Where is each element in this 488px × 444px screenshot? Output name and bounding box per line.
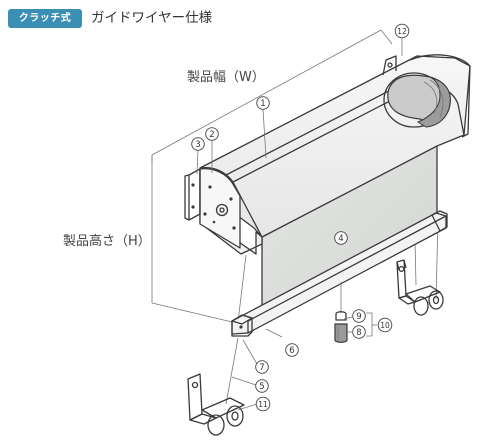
guide-wires <box>225 221 439 405</box>
left-end-bracket <box>184 168 263 255</box>
svg-text:3: 3 <box>195 140 200 150</box>
page-title: ガイドワイヤー仕様 <box>91 10 213 26</box>
rear-wire-bracket <box>396 259 444 316</box>
callout-11: 11 <box>255 396 271 412</box>
svg-text:8: 8 <box>356 328 361 338</box>
svg-text:11: 11 <box>258 400 268 409</box>
svg-text:7: 7 <box>259 363 264 373</box>
callout-4: 4 <box>334 231 348 245</box>
front-wire-bracket <box>187 373 245 436</box>
svg-text:10: 10 <box>380 321 390 330</box>
callout-3: 3 <box>191 137 205 151</box>
callout-10: 10 <box>377 317 393 333</box>
callout-2: 2 <box>205 127 219 141</box>
callout-12: 12 <box>394 23 410 39</box>
width-label: 製品幅（W） <box>187 70 265 85</box>
leader-lines <box>196 38 403 411</box>
clutch-unit <box>383 54 471 138</box>
pull-cord <box>334 282 348 343</box>
svg-text:4: 4 <box>338 234 343 244</box>
callout-8: 8 <box>352 325 366 339</box>
svg-text:12: 12 <box>397 27 407 36</box>
type-badge: クラッチ式 <box>8 9 82 28</box>
callout-1: 1 <box>256 96 270 110</box>
svg-text:9: 9 <box>356 312 361 322</box>
bottom-bar <box>231 210 448 337</box>
svg-text:1: 1 <box>260 99 265 109</box>
callout-9: 9 <box>352 309 366 323</box>
svg-text:6: 6 <box>289 346 294 356</box>
callout-6: 6 <box>285 343 299 357</box>
callout-7: 7 <box>255 360 269 374</box>
height-dimension <box>151 155 233 323</box>
svg-text:2: 2 <box>209 130 214 140</box>
callout-5: 5 <box>255 379 269 393</box>
svg-text:5: 5 <box>259 382 264 392</box>
height-label: 製品高さ（H） <box>63 233 151 249</box>
